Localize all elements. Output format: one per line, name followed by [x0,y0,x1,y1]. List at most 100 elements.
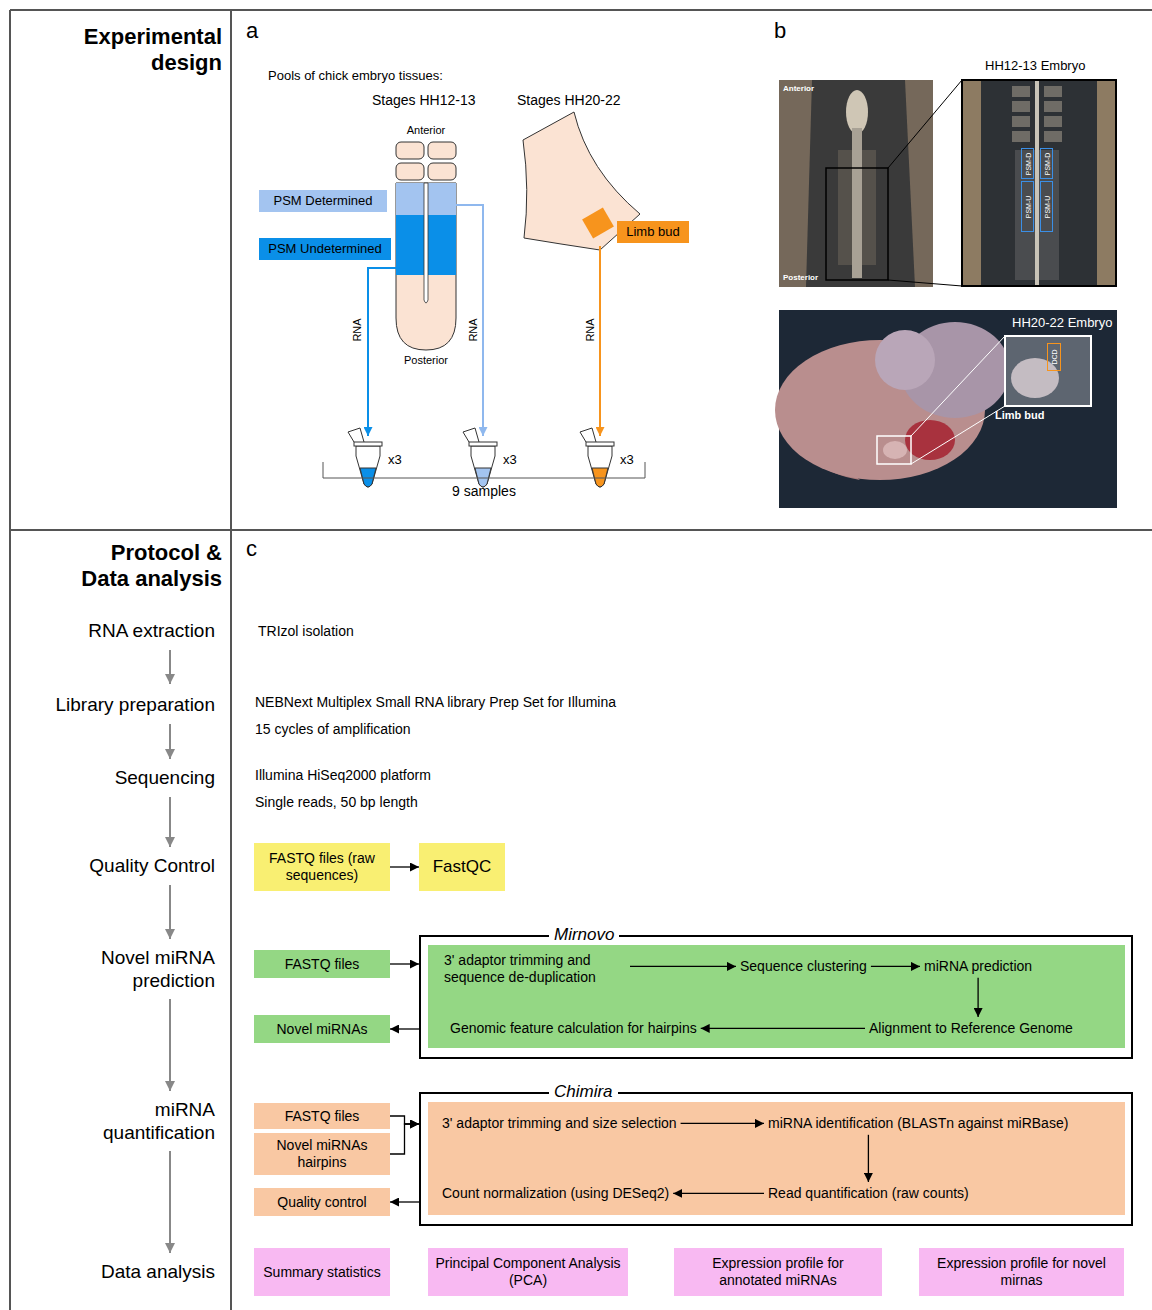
label-text: Single reads, 50 bp length [255,794,418,811]
somite [396,163,424,180]
region-box: PSM-U [1021,181,1034,232]
label-text: Limb bud [995,409,1045,422]
label-text: Pools of chick embryo tissues: [268,68,443,84]
tube-body [471,446,495,487]
box-text: Summary statistics [263,1264,380,1281]
tube-rim [469,442,497,446]
box-text: Read quantification (raw counts) [768,1185,969,1202]
box-text: 3' adaptor trimming and sequence de-dupl… [444,952,626,986]
frame-line [230,10,232,1310]
region-box: DCD [1047,343,1061,371]
process-step: Sequence clustering [736,955,871,978]
process-box: Expression profile for novel mirnas [919,1248,1124,1296]
rna-arrow [456,205,483,436]
limb-bud-region [582,207,614,238]
process-step: Alignment to Reference Genome [865,1017,1077,1040]
label-text: Experimental design [40,24,222,77]
tube-cap [348,428,364,442]
label-text: Library preparation [15,694,215,717]
zoom-line [888,80,962,168]
process-box: Limb bud [617,221,689,243]
rna-arrow [368,268,396,436]
label-text: TRIzol isolation [258,623,354,640]
zoom-frame [877,436,911,464]
label-text: Posterior [396,354,456,367]
pipeline-panel [428,1102,1125,1215]
process-step: 3' adaptor trimming and size selection [438,1112,681,1135]
label-text: RNA extraction [15,620,215,643]
photo-ground [779,80,933,287]
connector-arrow [681,1123,764,1124]
pipeline-box: Mirnovo3' adaptor trimming and sequence … [419,935,1133,1059]
somite [428,142,456,159]
region-box: PSM-D [1040,148,1053,179]
label-text: HH12-13 Embryo [985,58,1085,74]
label-text: Protocol & Data analysis [65,540,222,593]
box-text: Sequence clustering [740,958,867,975]
step-arrow [169,724,171,759]
process-box: Expression profile for annotated miRNAs [674,1248,882,1296]
box-text: PSM-D [1043,152,1050,175]
label-text: Posterior [783,273,818,283]
box-title: Mirnovo [549,925,619,945]
label-text: Illumina HiSeq2000 platform [255,767,431,784]
label-text: c [246,536,257,562]
label-text: a [246,18,258,44]
box-text: PSM-D [1024,152,1031,175]
process-box: Summary statistics [254,1248,390,1296]
process-box: Quality control [254,1188,390,1216]
box-text: FASTQ files [285,956,360,973]
photo-shadow [806,80,915,287]
box-text: miRNA prediction [924,958,1032,975]
embryo-schematic [396,112,640,350]
region-box: PSM-U [1040,181,1053,232]
box-text: FastQC [433,857,492,877]
process-box: FASTQ files (raw sequences) [254,843,390,891]
box-text: 3' adaptor trimming and size selection [442,1115,677,1132]
somite [428,163,456,180]
box-text: miRNA identification (BLASTn against miR… [768,1115,1068,1132]
embryo-limb [883,441,907,459]
label-text: HH20-22 Embryo [1012,315,1112,331]
region-box: PSM-D [1021,148,1034,179]
connector-arrow [871,966,920,967]
bracket [323,462,645,478]
process-box: PSM Determined [259,190,387,212]
process-box: FastQC [419,843,505,891]
box-text: Expression profile for novel mirnas [925,1255,1118,1289]
photo-hh12 [779,80,1116,287]
box-text: PSM-U [1043,195,1050,218]
connector-arrow [673,1193,764,1194]
box-text: PSM Undetermined [268,241,381,257]
psm-undetermined-region [428,215,456,275]
frame-line [9,10,11,1310]
box-text: PSM Determined [274,193,373,209]
psm-determined-region [396,183,424,215]
frame-line [10,529,1152,531]
inset-ground [962,80,1116,286]
pipeline-box: Chimira3' adaptor trimming and size sele… [419,1092,1133,1226]
box-text: PSM-U [1024,195,1031,218]
box-text: Genomic feature calculation for hairpins [450,1020,697,1037]
step-arrow [169,1151,171,1253]
label-text: Quality Control [15,855,215,878]
step-arrow [169,650,171,684]
rna-arrow [599,246,601,436]
neural-tube [1035,81,1039,285]
rna-arrows [368,205,600,436]
pipeline-panel [428,945,1125,1048]
photo-hh20 [775,310,1117,508]
label-text: RNA [585,318,596,341]
frame-line [10,9,1152,11]
inset-part [963,81,981,285]
connector-arrow [390,1124,419,1154]
label-text: Data analysis [15,1261,215,1284]
connector-arrow [390,1028,419,1029]
somite [1012,116,1030,127]
step-arrow [169,797,171,847]
box-text: FASTQ files [285,1108,360,1125]
process-box: Principal Component Analysis (PCA) [428,1248,628,1296]
label-text: Stages HH20-22 [517,92,621,109]
box-text: Expression profile for annotated miRNAs [680,1255,876,1289]
